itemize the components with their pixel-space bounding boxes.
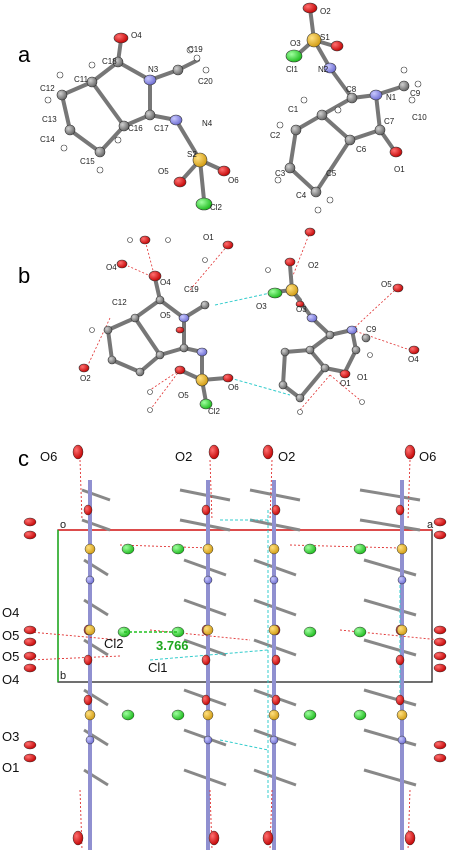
left-label: O4	[2, 672, 19, 687]
packing-atoms	[23, 444, 447, 846]
left-label: O1	[2, 760, 19, 775]
atom-label: Cl2	[208, 407, 221, 416]
molecule-left-atoms	[44, 32, 231, 211]
top-label: O6	[40, 449, 57, 464]
atom-label: O4	[106, 263, 117, 272]
unit-cell	[57, 529, 433, 683]
left-label: O4	[2, 605, 19, 620]
atom-label: O6	[228, 176, 239, 185]
molecule-b-right-atoms	[265, 227, 420, 415]
column-2	[179, 480, 231, 850]
atom-label: O1	[203, 233, 214, 242]
top-label: O2	[278, 449, 295, 464]
atom-label: O5	[158, 167, 169, 176]
panel-b-label: b	[18, 263, 30, 288]
atom-cl1	[285, 49, 303, 63]
molecule-left-bonds	[60, 38, 224, 202]
left-label: O3	[2, 729, 19, 744]
atom-label: O6	[228, 383, 239, 392]
atom-s1	[306, 32, 322, 48]
atom-label: C12	[112, 298, 127, 307]
atom-label: C9	[410, 89, 421, 98]
atom-label: C16	[128, 124, 143, 133]
atom-label: C6	[356, 145, 367, 154]
atom-label: C2	[270, 131, 281, 140]
atom-o4	[113, 32, 129, 44]
molecule-b-left-atoms	[78, 235, 234, 413]
atom-label: C11	[74, 75, 89, 84]
atom-label: C8	[346, 85, 357, 94]
atom-label: C5	[326, 169, 337, 178]
cl2-label: Cl2	[104, 636, 124, 651]
panel-c-label: c	[18, 446, 29, 471]
atom-label: N2	[318, 65, 329, 74]
packing-columns	[81, 480, 421, 850]
panel-a-atom-labels: O4 C19 N3 C18 C11 C20 C12 C13 C17 N4 C16…	[40, 7, 427, 212]
atom-label: Cl2	[210, 203, 223, 212]
atom-label: N4	[202, 119, 213, 128]
atom-label: O1	[340, 379, 351, 388]
atom-label: O2	[308, 261, 319, 270]
atom-label: O3	[296, 305, 307, 314]
top-label: O6	[419, 449, 436, 464]
atom-label: Cl1	[286, 65, 299, 74]
atom-label: C19	[188, 45, 203, 54]
panel-a-label: a	[18, 42, 31, 67]
atom-label: O3	[256, 302, 267, 311]
atom-cl2	[195, 197, 213, 211]
panel-a: a	[18, 2, 427, 214]
contact-lines-c	[149, 510, 401, 800]
atom-label: O2	[320, 7, 331, 16]
atom-label: C4	[296, 191, 307, 200]
cell-a-label: a	[427, 519, 434, 531]
atom-label: C15	[80, 157, 95, 166]
molecule-b-left	[106, 276, 228, 404]
atom-label: C12	[40, 84, 55, 93]
molecule-right-atoms	[274, 2, 422, 214]
atom-label: O4	[408, 355, 419, 364]
atom-label: C3	[275, 169, 286, 178]
left-label: O5	[2, 628, 19, 643]
atom-label: O5	[381, 280, 392, 289]
left-label: O5	[2, 649, 19, 664]
atom-label: C20	[198, 77, 213, 86]
atom-label: C7	[384, 117, 395, 126]
atom-label: C18	[102, 57, 117, 66]
atom-label: C9	[366, 325, 377, 334]
column-4	[359, 480, 421, 850]
atom-label: S2	[187, 150, 197, 159]
panel-b-atom-labels: O1 O4 O4 C19 C12 O5 O2 O3 O3 O2 O5 C9 O4…	[80, 233, 419, 416]
atom-label: O1	[394, 165, 405, 174]
cl-cl-distance: 3.766	[156, 638, 189, 653]
atom-s2	[192, 152, 208, 168]
atom-label: O4	[131, 31, 142, 40]
panel-c: c o a b	[2, 444, 447, 851]
atom-label: O4	[160, 278, 171, 287]
atom-label: C19	[184, 285, 199, 294]
atom-label: O1	[357, 373, 368, 382]
cell-b-label: b	[60, 670, 66, 682]
atom-label: O5	[160, 311, 171, 320]
column-1	[81, 480, 111, 850]
atom-label: C10	[412, 113, 427, 122]
atom-label: C14	[40, 135, 55, 144]
hbond-lines	[87, 231, 411, 411]
atom-label: O2	[80, 374, 91, 383]
cell-origin-label: o	[60, 519, 66, 531]
atom-label: C17	[154, 124, 169, 133]
atom-label: C13	[42, 115, 57, 124]
atom-label: C1	[288, 105, 299, 114]
top-label: O2	[175, 449, 192, 464]
atom-label: S1	[320, 33, 330, 42]
atom-label: O5	[178, 391, 189, 400]
cl1-label: Cl1	[148, 660, 168, 675]
atom-label: N1	[386, 93, 397, 102]
atom-label: O3	[290, 39, 301, 48]
contact-lines	[214, 291, 291, 396]
atom-label: N3	[148, 65, 159, 74]
panel-b: b	[18, 227, 420, 416]
